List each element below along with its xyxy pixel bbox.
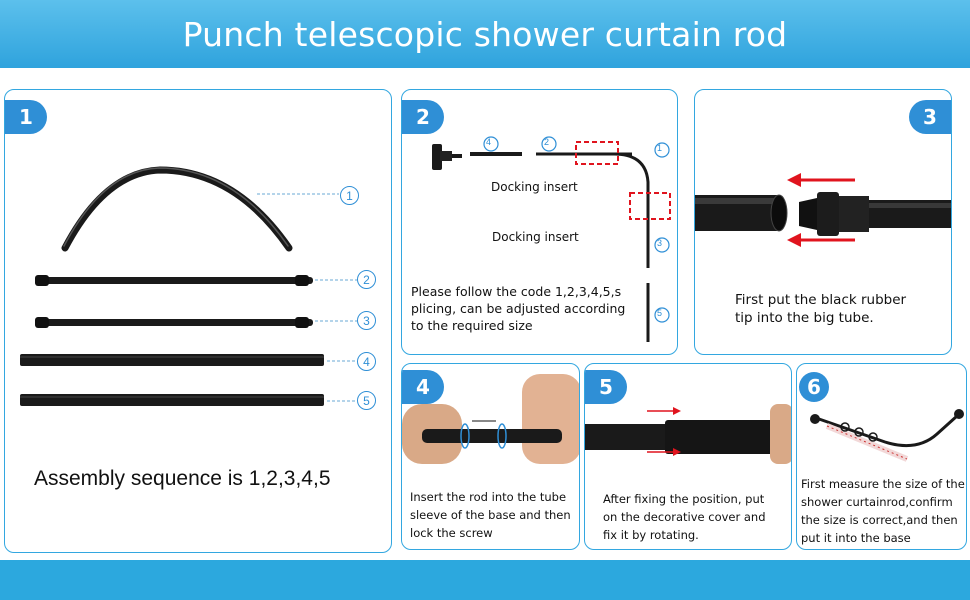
splicing-instruction: Please follow the code 1,2,3,4,5,s plici…	[411, 284, 626, 333]
panel-step-4: 4 Insert the rod into the tube sleeve of…	[401, 363, 580, 550]
decorative-cover-illustration	[585, 404, 791, 464]
part-marker-3: 3	[657, 238, 663, 248]
measure-instruction: First measure the size of the shower cur…	[801, 477, 965, 545]
step-badge: 6	[799, 372, 829, 402]
part-marker-1: 1	[340, 186, 359, 205]
rubber-tip-instruction: First put the black rubber tip into the …	[735, 292, 907, 326]
decorative-cover-instruction: After fixing the position, put on the de…	[603, 492, 766, 542]
step-badge: 5	[585, 370, 627, 404]
panel-step-1: 1 1 2 3 4 5 Assembly sequence is 1,2,3,4…	[4, 89, 392, 553]
rod-parts-illustration	[20, 166, 357, 406]
panel-step-3: 3 First put the black rubber tip into th…	[694, 89, 952, 355]
panel-step-6: 6 First measure the size of the shower c…	[796, 363, 967, 550]
panel-step-2: 2 4 2 1 3 5 Docking insert Docking inser…	[401, 89, 678, 355]
hands-insert-illustration	[402, 374, 579, 464]
part-marker-3: 3	[357, 311, 376, 330]
measure-illustration	[810, 409, 964, 462]
splicing-diagram	[432, 136, 671, 342]
part-marker-2: 2	[544, 137, 550, 147]
step-badge: 3	[909, 100, 951, 134]
step-badge: 4	[402, 370, 444, 404]
title-banner: Punch telescopic shower curtain rod	[0, 0, 970, 68]
page-title: Punch telescopic shower curtain rod	[182, 14, 788, 54]
part-marker-2: 2	[357, 270, 376, 289]
insert-rod-instruction: Insert the rod into the tube sleeve of t…	[410, 490, 571, 540]
panel-step-5: 5 After fixing the position, put on the …	[584, 363, 792, 550]
step-badge: 2	[402, 100, 444, 134]
part-marker-5: 5	[657, 308, 663, 318]
step-badge: 1	[5, 100, 47, 134]
docking-label-1: Docking insert	[491, 180, 578, 194]
footer-banner	[0, 560, 970, 600]
assembly-caption: Assembly sequence is 1,2,3,4,5	[34, 467, 331, 490]
part-marker-4: 4	[486, 137, 492, 147]
part-marker-4: 4	[357, 352, 376, 371]
rubber-tip-illustration	[695, 173, 951, 247]
part-marker-5: 5	[357, 391, 376, 410]
part-marker-1: 1	[657, 143, 663, 153]
docking-label-2: Docking insert	[492, 230, 579, 244]
